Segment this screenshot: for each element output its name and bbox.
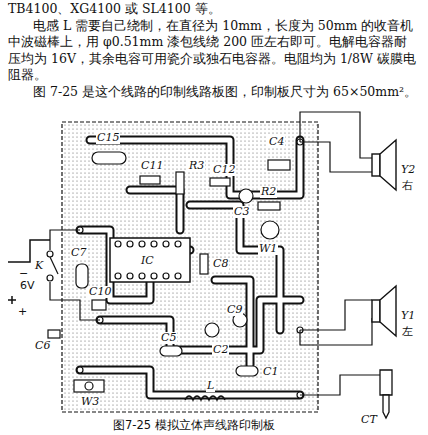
part-label: C12 [212,164,236,176]
speaker-label: Y2 [400,164,416,176]
board-outline [62,122,318,412]
part-label: W3 [80,396,100,408]
ic-pads [115,241,181,279]
part-label: C2 [212,344,229,356]
capacitor-symbol [48,330,60,338]
copper-traces [80,140,300,395]
plug-symbol [380,370,392,418]
part-label: C9 [226,304,243,316]
speaker-symbol [372,140,396,336]
body-text: 电感 L 需要自己绕制，在直径为 10mm，长度为 50mm 的收音机中波磁棒上… [8,18,420,84]
ic-outline [110,238,190,282]
part-label: L [206,380,215,392]
part-label: W1 [258,243,278,255]
part-label: C7 [70,247,87,259]
part-label: R2 [260,186,277,198]
part-label: IC [140,255,155,267]
channel-label: 右 [402,180,413,192]
external-wires [50,112,380,395]
speaker-label: Y1 [400,310,416,322]
switch-symbol [47,251,58,281]
part-label: C6 [34,340,51,352]
part-label: C8 [212,258,229,270]
polarity-sign: − [19,268,28,280]
channel-label: 左 [402,326,413,338]
part-label: C10 [88,286,112,298]
part-label: C1 [262,366,279,378]
part-label: C11 [140,160,164,172]
part-label: C3 [233,206,250,218]
body-text: TB4100、XG4100 或 SL4100 等。 [8,1,420,18]
part-label: C4 [268,136,285,148]
part-label: R3 [188,160,205,172]
inductor-symbol [185,396,225,400]
figure-caption: 图7-25 模拟立体声线路印制板 [113,419,275,431]
plug-label: CT [360,414,378,426]
polarity-sign: + [18,306,27,318]
components [74,139,303,398]
body-text: 图 7-25 是这个线路的印制线路板图，印制板尺寸为 65×50mm²。 [8,84,420,101]
battery-leads [8,240,50,304]
part-label: C5 [160,332,177,344]
voltage-label: 6V [20,280,35,292]
switch-label: K [34,260,44,272]
part-label: C15 [96,132,120,144]
